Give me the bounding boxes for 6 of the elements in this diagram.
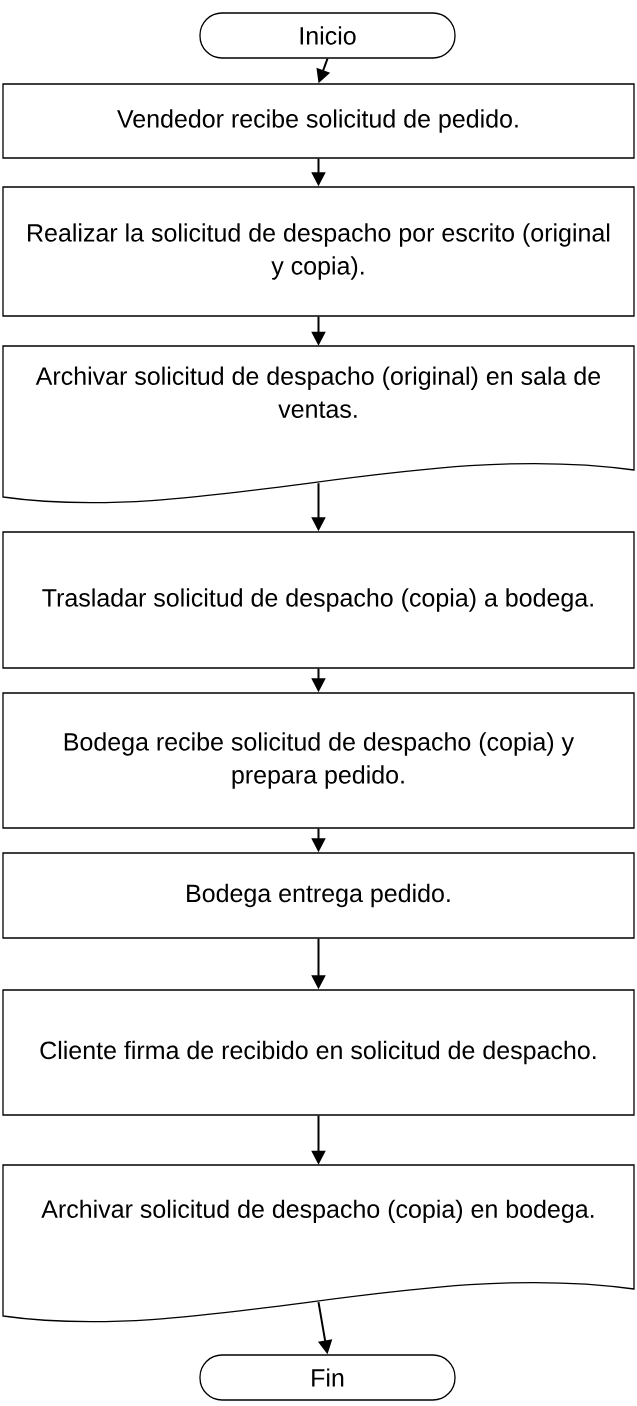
process-box: Bodega recibe solicitud de despacho (copia) y prepara pedido. [2,692,635,829]
process-box: Cliente firma de recibido en solicitud de despacho. [2,989,635,1116]
process-box: Trasladar solicitud de despacho (copia) a bodega. [2,531,635,669]
process-box: Bodega entrega pedido. [2,852,635,939]
process-box: Vendedor recibe solicitud de pedido. [2,83,635,159]
process-box: Realizar la solicitud de despacho por escrito (original y copia). [2,186,635,317]
